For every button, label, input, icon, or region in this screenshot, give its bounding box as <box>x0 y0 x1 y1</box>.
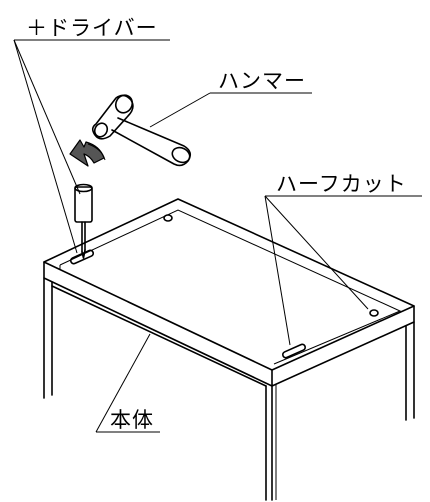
screwdriver-icon <box>74 183 93 259</box>
strike-arrow-icon <box>69 139 105 167</box>
cabinet-front-rail-bottom <box>51 285 267 387</box>
cabinet-front-rail <box>43 261 273 387</box>
label-screwdriver: ＋ドライバー <box>26 16 158 40</box>
cabinet-right-rail <box>271 305 415 387</box>
cabinet-top-inner-edge <box>59 209 402 365</box>
label-half-cut: ハーフカット <box>276 172 407 196</box>
label-body: 本体 <box>110 408 154 432</box>
label-hammer: ハンマー <box>218 69 306 93</box>
half-cut-slot-left <box>69 249 95 265</box>
cabinet-body <box>43 198 415 501</box>
strike-arrow-icon-shadow <box>87 143 106 161</box>
hole-back-left <box>163 214 173 222</box>
half-cut-slot-right <box>281 343 307 359</box>
hammer-icon <box>91 94 192 167</box>
hole-back-right <box>369 309 379 317</box>
leader-lines <box>13 39 422 433</box>
cabinet-top-panel <box>43 198 415 371</box>
